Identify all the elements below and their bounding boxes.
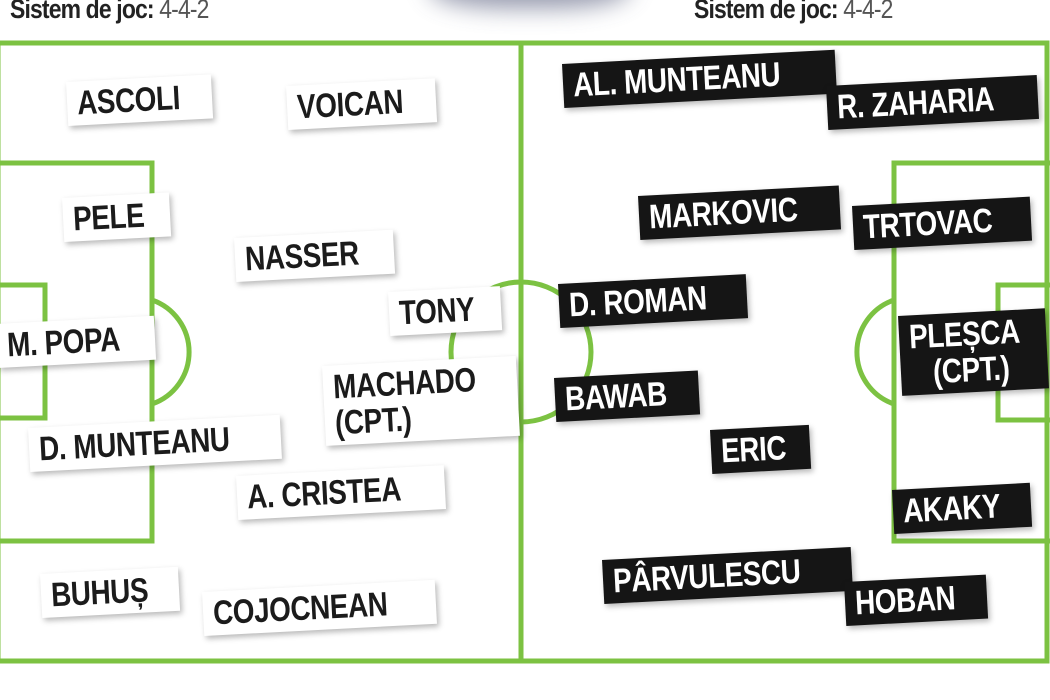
player-name: ASCOLI <box>76 79 181 123</box>
player-name: A. CRISTEA <box>246 470 402 517</box>
blurred-header-graphic <box>430 0 630 8</box>
player-name: ERIC <box>720 429 788 471</box>
player-label: TONY <box>388 286 502 336</box>
player-name: PÂRVULESCU <box>612 552 802 601</box>
player-name: PLEȘCA (CPT.) <box>908 312 1021 393</box>
player-name: BAWAB <box>564 375 668 419</box>
left-penalty-arc <box>151 297 192 407</box>
player-label: VOICAN <box>286 78 438 130</box>
player-name: MARKOVIC <box>648 190 799 237</box>
away-formation: Sistem de joc: 4-4-2 <box>694 0 893 25</box>
player-name: M. POPA <box>6 320 121 365</box>
formation-label: Sistem de joc: <box>694 0 839 24</box>
player-label: BAWAB <box>554 370 701 422</box>
player-label: TRTOVAC <box>852 196 1032 250</box>
player-name: COJOCNEAN <box>212 585 389 633</box>
player-label: ASCOLI <box>66 74 214 126</box>
player-label: PELE <box>62 192 171 242</box>
player-name: TRTOVAC <box>862 201 994 247</box>
player-name: PELE <box>72 196 146 239</box>
captain-label: MACHADO (CPT.) <box>322 355 520 446</box>
player-name: HOBAN <box>854 579 957 623</box>
right-penalty-box <box>891 160 1050 544</box>
captain-label: PLEȘCA (CPT.) <box>898 308 1049 396</box>
player-name: D. ROMAN <box>568 279 708 325</box>
player-name: TONY <box>398 290 476 333</box>
player-name: VOICAN <box>296 82 404 127</box>
player-label: ERIC <box>710 424 812 474</box>
player-name: BUHUȘ <box>50 571 150 615</box>
player-name: AL. MUNTEANU <box>572 55 782 105</box>
formation-label: Sistem de joc: <box>10 0 155 24</box>
player-label: M. POPA <box>0 315 156 368</box>
formation-value: 4-4-2 <box>843 0 893 24</box>
player-name: AKAKY <box>902 487 1002 531</box>
player-name: MACHADO (CPT.) <box>332 361 477 443</box>
player-name: D. MUNTEANU <box>38 420 231 469</box>
player-name: R. ZAHARIA <box>836 80 995 127</box>
home-formation: Sistem de joc: 4-4-2 <box>10 0 209 25</box>
player-name: NASSER <box>244 234 360 279</box>
right-penalty-arc <box>854 297 895 407</box>
player-label: HOBAN <box>844 574 989 626</box>
player-label: AKAKY <box>892 482 1033 534</box>
center-circle <box>448 279 594 425</box>
player-label: NASSER <box>234 229 395 282</box>
player-label: BUHUȘ <box>40 566 181 618</box>
formation-value: 4-4-2 <box>159 0 209 24</box>
